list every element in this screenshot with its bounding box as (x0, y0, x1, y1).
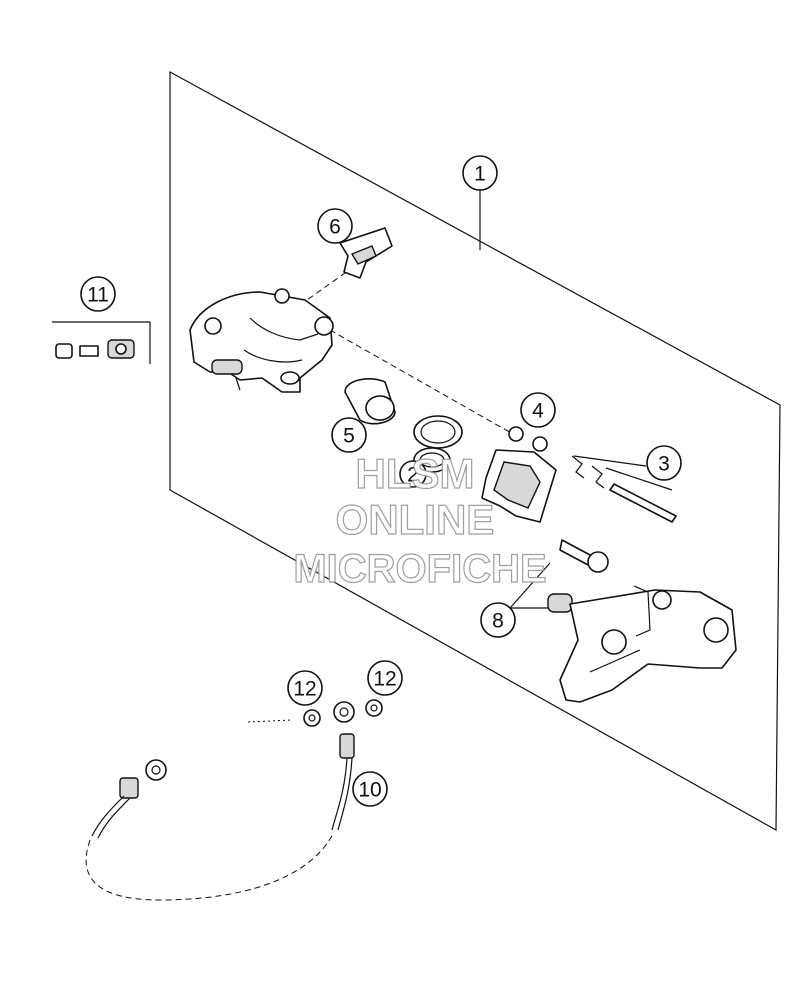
callout-4: 4 (520, 392, 556, 428)
callout-10-label: 10 (358, 779, 381, 802)
pad-pin-part (571, 455, 677, 523)
callout-12-left: 12 (287, 670, 323, 706)
callout-10: 10 (352, 771, 388, 807)
callout-11: 11 (80, 276, 116, 312)
callout-4-label: 4 (532, 400, 544, 423)
watermark-line-2: ONLINE (336, 496, 495, 543)
callout-12-right: 12 (367, 660, 403, 696)
callout-6: 6 (317, 208, 353, 244)
watermark: HLSM ONLINE MICROFICHE (293, 449, 548, 591)
caliper-bracket-part (559, 585, 737, 703)
callout-2-label: 2 (407, 464, 419, 487)
callout-2: 2 (399, 460, 427, 488)
bleeder-valve-part (55, 339, 135, 359)
caliper-body-part (189, 288, 334, 393)
callout-3: 3 (646, 445, 682, 481)
callout-1-label: 1 (474, 163, 486, 186)
watermark-line-3: MICROFICHE (293, 547, 546, 591)
callout-5: 5 (331, 417, 367, 453)
callout-11-label: 11 (87, 284, 109, 307)
pad-retainer-part (339, 227, 393, 279)
leader-lines (52, 190, 673, 609)
seal-kit-part (413, 415, 463, 473)
callout-12-right-label: 12 (373, 668, 396, 691)
callout-6-label: 6 (329, 216, 341, 239)
brake-pads-part (481, 426, 557, 523)
watermark-line-1: HLSM (356, 450, 475, 497)
brake-hose-part (85, 701, 355, 901)
assembly-frame (169, 70, 781, 832)
callout-12-left-label: 12 (293, 678, 316, 701)
callout-8: 8 (480, 602, 516, 638)
callout-5-label: 5 (343, 425, 355, 448)
callout-1: 1 (462, 155, 498, 191)
piston-part (344, 378, 396, 425)
sealing-washers-part (247, 699, 383, 727)
callout-8-label: 8 (492, 610, 504, 633)
callout-3-label: 3 (658, 453, 670, 476)
